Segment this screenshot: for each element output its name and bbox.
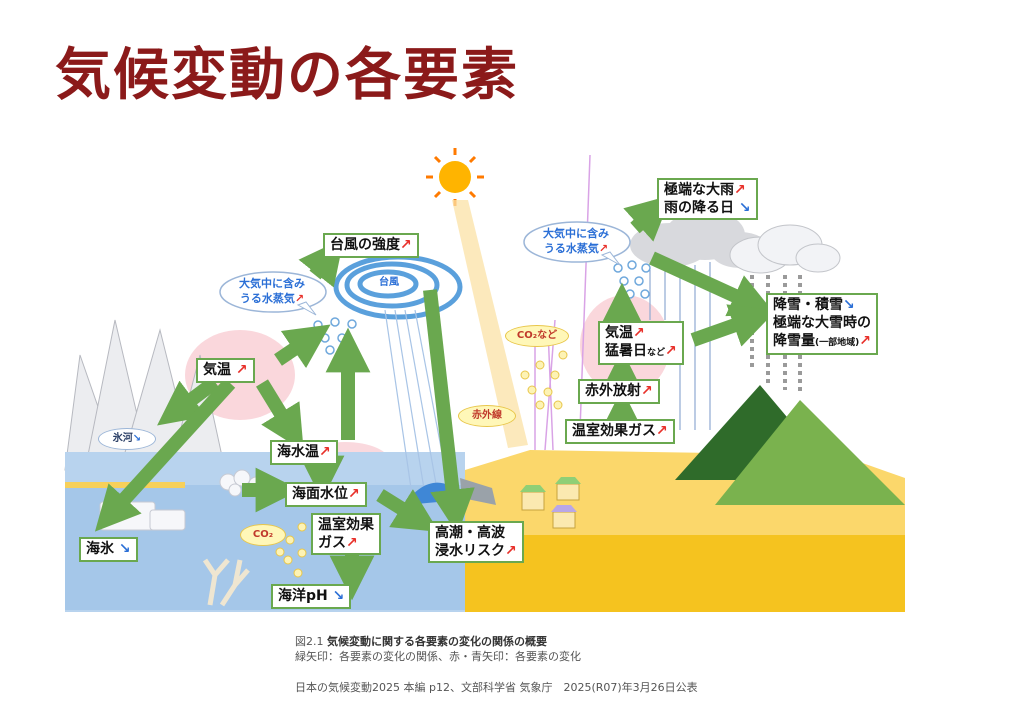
vapor-text-right: 大気中に含みうる水蒸気↗ xyxy=(543,227,609,255)
label-land-temp: 気温↗猛暑日など↗ xyxy=(598,321,684,365)
label-heavy-rain: 極端な大雨↗雨の降る日 ↘ xyxy=(657,178,758,220)
label-ocean-ph: 海洋pH ↘ xyxy=(271,584,352,609)
vapor-bubble-right xyxy=(523,221,631,266)
figure-legend: 緑矢印：各要素の変化の関係、赤・青矢印：各要素の変化 xyxy=(295,650,581,663)
page-title: 気候変動の各要素 xyxy=(55,43,519,108)
figure-source: 日本の気候変動2025 本編 p12、文部科学省 気象庁 2025(R07)年3… xyxy=(295,681,698,694)
co2-land-badge: CO₂など xyxy=(505,325,569,347)
label-snow: 降雪・積雪↘極端な大雪時の降雪量(一部地域)↗ xyxy=(766,293,878,355)
houses xyxy=(520,477,581,529)
label-typhoon-intensity: 台風の強度↗ xyxy=(323,233,419,258)
co2-dots-ocean xyxy=(275,522,307,578)
co2-dots-land xyxy=(520,350,568,410)
vapor-text-left: 大気中に含みうる水蒸気↗ xyxy=(239,277,305,305)
label-land-ghg: 温室効果ガス↗ xyxy=(565,419,675,444)
sun-icon xyxy=(426,148,484,206)
label-air-temp: 気温 ↗ xyxy=(196,358,255,383)
label-sea-level: 海面水位↗ xyxy=(285,482,367,507)
label-sea-temp: 海水温↗ xyxy=(270,440,338,465)
label-infrared-emission: 赤外放射↗ xyxy=(578,379,660,404)
coral xyxy=(202,558,250,607)
typhoon-badge: 台風 xyxy=(369,275,409,291)
vapor-dots-left xyxy=(313,317,357,355)
vapor-bubble-left xyxy=(219,271,327,316)
figure-caption: 図2.1 気候変動に関する各要素の変化の関係の概要 xyxy=(295,635,547,648)
label-ocean-ghg: 温室効果ガス↗ xyxy=(311,513,381,555)
glacier-badge: 氷河↘ xyxy=(98,428,156,450)
label-storm-surge: 高潮・高波浸水リスク↗ xyxy=(428,521,524,563)
co2-ocean-badge: CO₂ xyxy=(240,524,286,546)
green-mountain xyxy=(715,400,905,505)
infrared-badge: 赤外線 xyxy=(458,405,516,427)
label-sea-ice: 海氷 ↘ xyxy=(79,537,138,562)
